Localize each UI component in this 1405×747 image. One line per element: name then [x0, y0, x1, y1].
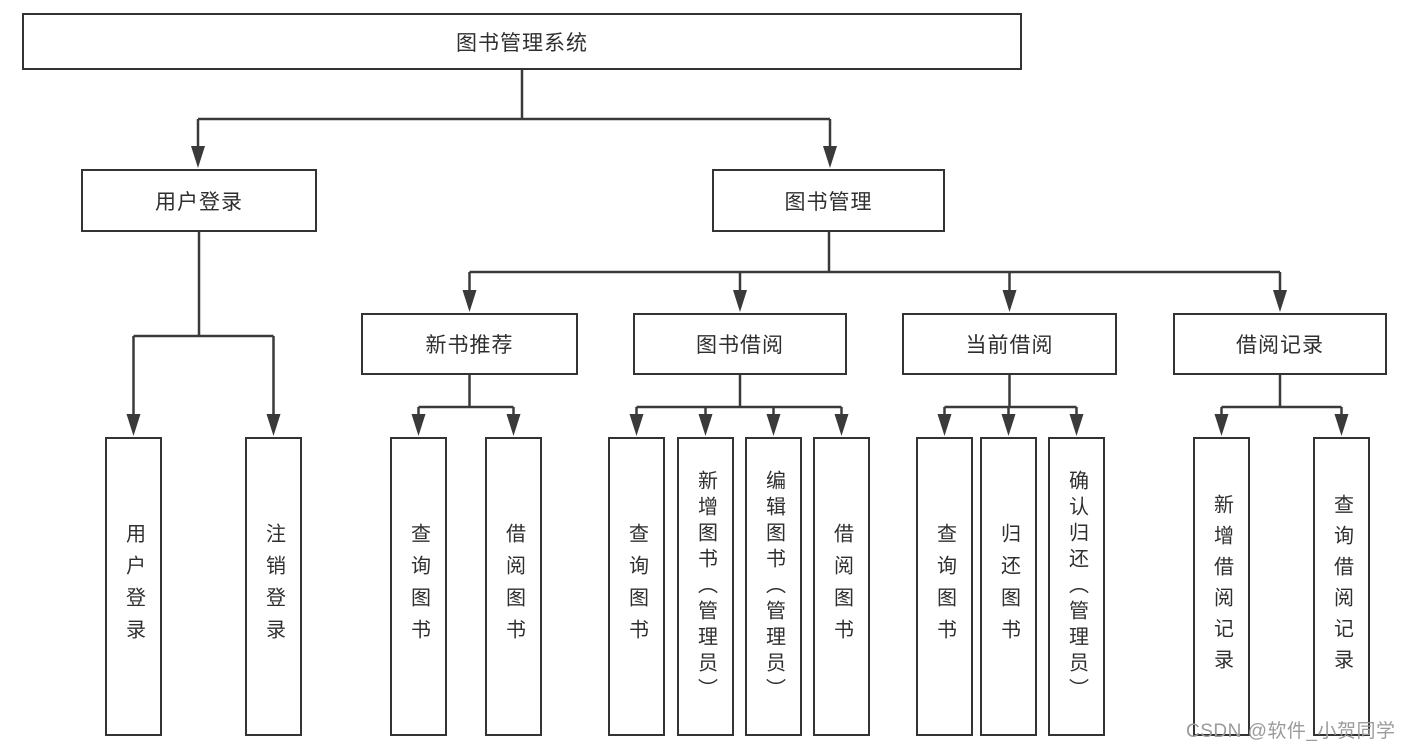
- leaf-recommend-borrow-books: 借阅图书: [485, 437, 542, 736]
- node-root-label: 图书管理系统: [456, 31, 588, 55]
- node-user-login-branch: 用户登录: [81, 169, 317, 232]
- node-borrow-records: 借阅记录: [1173, 313, 1387, 375]
- leaf-records-add-record-label: 新增借阅记录: [1210, 493, 1233, 680]
- leaf-records-query-record-label: 查询借阅记录: [1330, 493, 1353, 680]
- leaf-user-login: 用户登录: [105, 437, 162, 736]
- leaf-borrow-query-books: 查询图书: [608, 437, 665, 736]
- node-new-book-recommend-label: 新书推荐: [425, 334, 514, 357]
- leaf-borrow-borrow-books: 借阅图书: [813, 437, 870, 736]
- leaf-recommend-query-books-label: 查询图书: [407, 522, 430, 651]
- leaf-records-query-record: 查询借阅记录: [1313, 437, 1370, 736]
- leaf-records-add-record: 新增借阅记录: [1193, 437, 1250, 736]
- leaf-logout-label: 注销登录: [262, 522, 285, 651]
- node-book-management-branch-label: 图书管理: [784, 190, 873, 214]
- leaf-borrow-add-books-admin: 新增图书（管理员）: [677, 437, 734, 736]
- node-current-borrow: 当前借阅: [902, 313, 1117, 375]
- leaf-current-return-books: 归还图书: [980, 437, 1037, 736]
- node-book-borrow-label: 图书借阅: [696, 334, 784, 357]
- watermark: CSDN @软件_小贺同学: [1186, 721, 1396, 742]
- leaf-recommend-borrow-books-label: 借阅图书: [502, 522, 525, 651]
- leaf-borrow-edit-books-admin: 编辑图书（管理员）: [745, 437, 802, 736]
- leaf-current-confirm-return-admin: 确认归还（管理员）: [1048, 437, 1105, 736]
- leaf-current-confirm-return-admin-label: 确认归还（管理员）: [1065, 469, 1088, 704]
- node-current-borrow-label: 当前借阅: [965, 334, 1054, 357]
- leaf-logout: 注销登录: [245, 437, 302, 736]
- leaf-current-return-books-label: 归还图书: [997, 522, 1020, 651]
- leaf-recommend-query-books: 查询图书: [390, 437, 447, 736]
- node-book-borrow: 图书借阅: [633, 313, 847, 375]
- node-root: 图书管理系统: [22, 13, 1022, 70]
- leaf-borrow-edit-books-admin-label: 编辑图书（管理员）: [762, 469, 785, 704]
- leaf-current-query-books-label: 查询图书: [933, 522, 956, 651]
- leaf-borrow-add-books-admin-label: 新增图书（管理员）: [694, 469, 717, 704]
- leaf-borrow-query-books-label: 查询图书: [625, 522, 648, 651]
- node-user-login-branch-label: 用户登录: [155, 190, 243, 214]
- node-borrow-records-label: 借阅记录: [1236, 334, 1324, 357]
- leaf-current-query-books: 查询图书: [916, 437, 973, 736]
- leaf-borrow-borrow-books-label: 借阅图书: [830, 522, 853, 651]
- leaf-user-login-label: 用户登录: [122, 522, 145, 651]
- node-book-management-branch: 图书管理: [712, 169, 945, 232]
- node-new-book-recommend: 新书推荐: [361, 313, 578, 375]
